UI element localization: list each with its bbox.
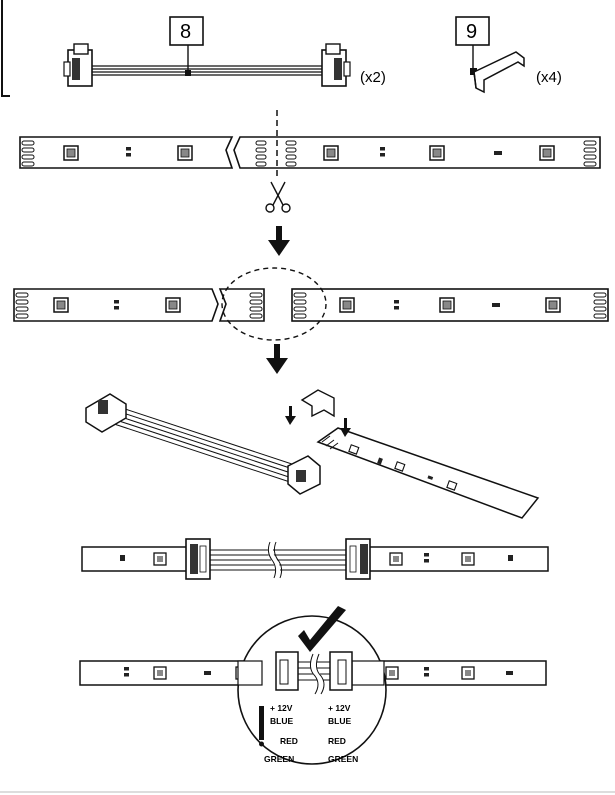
step-4-connected-strip bbox=[81, 538, 549, 580]
connector-left bbox=[85, 393, 127, 433]
part-8-connector-cable: 8 (x2) bbox=[63, 16, 386, 87]
wire-label-left-red: RED bbox=[280, 736, 298, 746]
part-9-quantity: (x4) bbox=[536, 69, 562, 86]
highlight-ellipse bbox=[221, 267, 327, 341]
down-arrow-icon bbox=[266, 344, 288, 374]
check-mark-icon bbox=[298, 606, 346, 652]
wire-label-left-green: GREEN bbox=[264, 754, 294, 764]
wire-label-left-blue: BLUE bbox=[270, 716, 293, 726]
wire-label-left-12v: + 12V bbox=[270, 703, 293, 713]
connector-left bbox=[63, 43, 93, 87]
scissors-icon bbox=[265, 181, 291, 213]
part-8-number: 8 bbox=[180, 21, 191, 43]
connector-left bbox=[275, 651, 299, 691]
wire-label-right-12v: + 12V bbox=[328, 703, 351, 713]
step-3-attach-connector bbox=[85, 389, 540, 519]
part-9-clip: 9 (x4) bbox=[455, 16, 562, 94]
part-9-number: 9 bbox=[466, 21, 477, 43]
connector-left bbox=[185, 538, 211, 580]
down-arrow-icon bbox=[268, 226, 290, 256]
step-5-correct-wiring: + 12V BLUE RED GREEN + 12V BLUE RED GREE… bbox=[79, 606, 547, 765]
part-8-label-box bbox=[169, 16, 204, 46]
wire-label-right-blue: BLUE bbox=[328, 716, 351, 726]
wire-label-right-green: GREEN bbox=[328, 754, 358, 764]
connector-right bbox=[345, 538, 371, 580]
step-2-strip-separated bbox=[13, 267, 609, 341]
connector-right bbox=[287, 455, 321, 495]
part-9-label-box bbox=[455, 16, 490, 46]
wire-label-right-red: RED bbox=[328, 736, 346, 746]
connector-right bbox=[321, 43, 351, 87]
polarity-marker bbox=[259, 706, 264, 740]
part-8-quantity: (x2) bbox=[360, 69, 386, 86]
step-1-strip-cut-line bbox=[19, 110, 601, 178]
parts-panel: 8 (x2) bbox=[1, 0, 562, 97]
connector-right bbox=[329, 651, 353, 691]
